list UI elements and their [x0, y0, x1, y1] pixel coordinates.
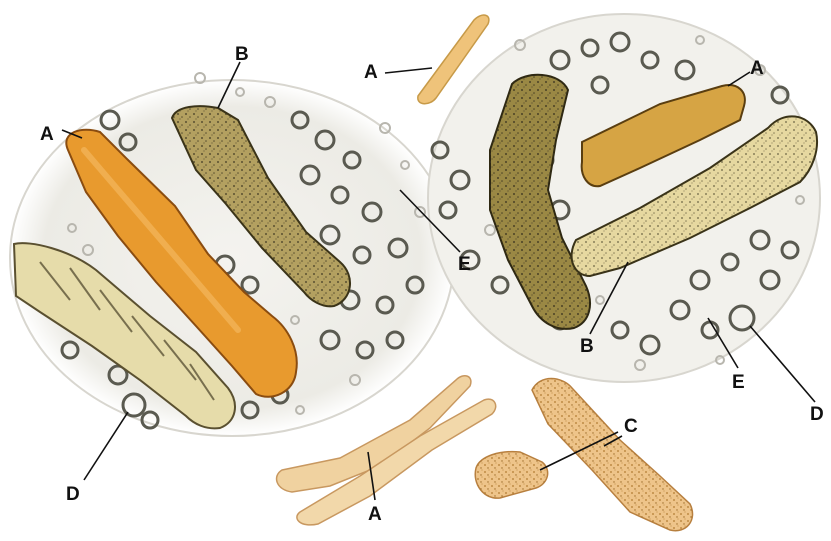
label-e-left: E — [458, 254, 471, 275]
label-a-bottom: A — [368, 504, 382, 525]
label-a-top-center: A — [364, 62, 378, 83]
label-a-right: A — [750, 58, 764, 79]
label-e-right: E — [732, 372, 745, 393]
label-c-bottom: C — [624, 416, 638, 437]
label-b-left: B — [235, 44, 249, 65]
left-microscope-field — [10, 73, 454, 436]
label-d-right: D — [810, 404, 824, 425]
label-d-left: D — [66, 484, 80, 505]
label-a-left: A — [40, 124, 54, 145]
label-b-right: B — [580, 336, 594, 357]
